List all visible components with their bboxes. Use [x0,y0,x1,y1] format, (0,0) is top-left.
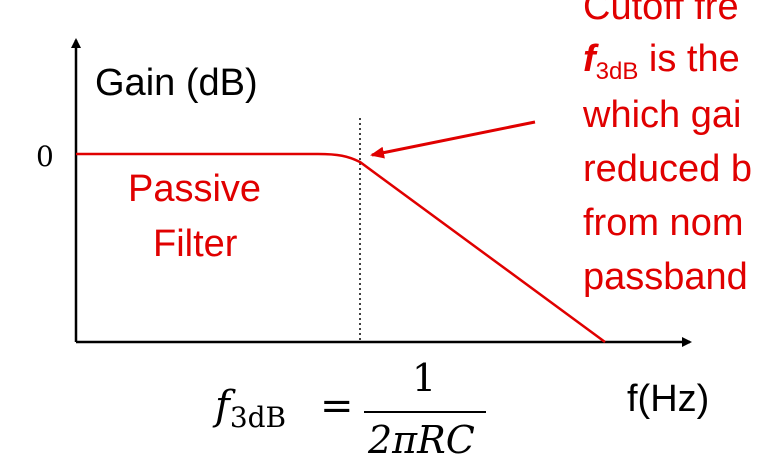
formula-denominator: 2πRC [368,418,475,462]
y-axis-label: Gain (dB) [95,62,258,104]
formula-lhs: f3dB [215,383,286,434]
curve-label-line1: Passive [128,168,262,210]
annotation-line6: passband [583,256,748,298]
curve-label-line2: Filter [153,223,238,265]
annotation-line2: f3dB is the [583,38,740,85]
annotation-f-symbol: f [583,38,596,80]
response-curve [76,152,606,344]
annotation-f-subscript: 3dB [595,58,639,85]
annotation-line5: from nom [583,202,744,244]
annotation-text: Cutoff fre f3dB is the which gai reduced… [583,0,777,316]
x-axis-label: f(Hz) [627,378,710,420]
annotation-line3: which gai [583,94,742,136]
annotation-line4: reduced b [583,148,753,190]
annotation-line1: Cutoff fre [583,0,739,28]
formula-numerator: 1 [412,356,437,400]
formula-f-symbol: f [215,383,230,429]
annotation-line2-rest: is the [638,38,740,80]
y-tick-zero: 0 [36,140,54,173]
annotation-arrow [370,120,536,159]
formula-equals: = [320,383,354,429]
formula-f-subscript: 3dB [229,401,287,434]
